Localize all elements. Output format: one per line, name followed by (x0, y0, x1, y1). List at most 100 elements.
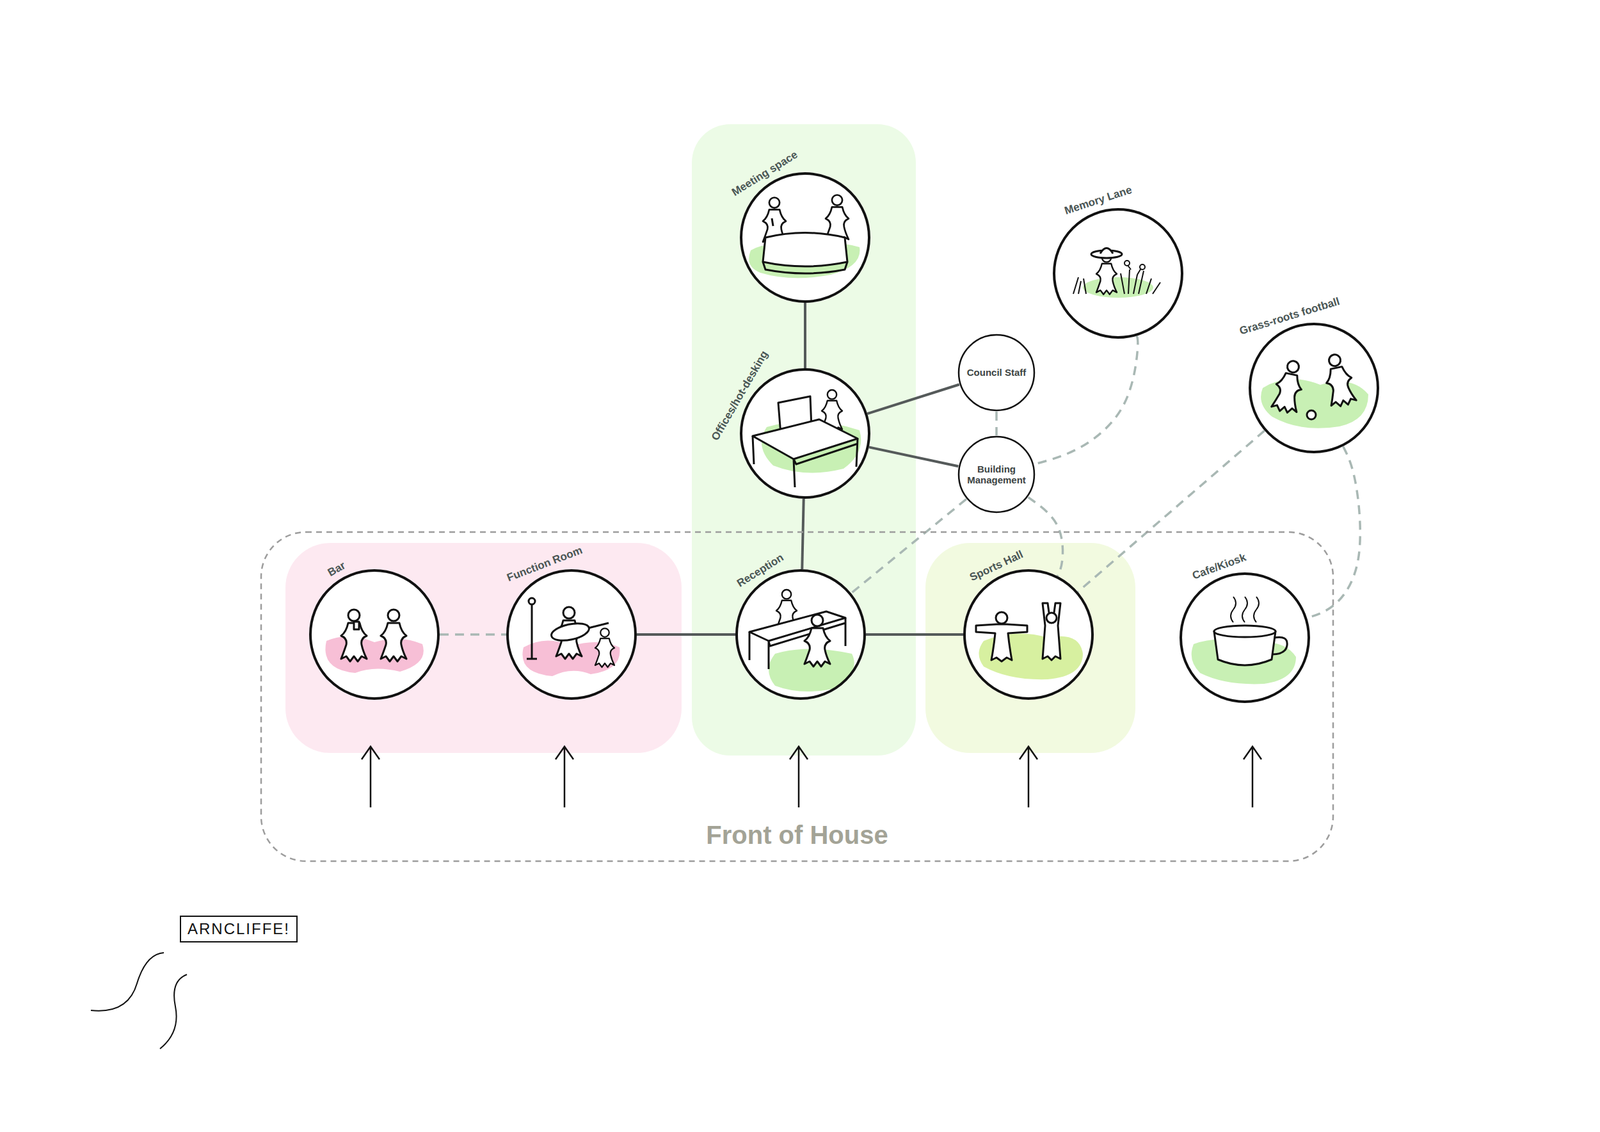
space-circle: Offices/hot-desking (739, 368, 871, 499)
office-icon (752, 435, 858, 488)
circle-ground (309, 568, 440, 700)
meeting-icon (771, 218, 774, 226)
function-icon (549, 620, 591, 644)
role-label: Council Staff (963, 366, 1030, 378)
dashed-link (1034, 336, 1138, 464)
space-circle: Bar (309, 568, 440, 700)
memory-icon (1139, 264, 1145, 270)
solid-link (803, 302, 807, 368)
dashed-link (995, 411, 998, 436)
circle-ground (957, 435, 1036, 514)
circle-outline (958, 436, 1035, 512)
circle-outline (735, 568, 866, 700)
memory-icon (1073, 248, 1161, 299)
zone-bands (285, 124, 1136, 756)
reception-icon (749, 611, 846, 641)
memory-icon (1073, 264, 1161, 294)
dashed-link (851, 499, 967, 594)
bar-icon (325, 636, 424, 673)
circle-outline (310, 570, 439, 699)
space-heading: Grass-roots football (1237, 295, 1341, 338)
entry-arrow (1243, 746, 1262, 808)
space-heading: Offices/hot-desking (709, 348, 771, 443)
circle-outline (1249, 323, 1378, 452)
football-icon (1306, 410, 1316, 420)
region-outline (259, 530, 1335, 863)
space-circle: Sports Hall (963, 568, 1094, 700)
space-heading: Function Room (504, 543, 584, 584)
circle-outline (1052, 208, 1184, 339)
circle-outline (1248, 322, 1380, 454)
office-icon (752, 419, 858, 459)
circle-ground (735, 568, 866, 700)
reception-icon (749, 589, 855, 692)
circle-outline (507, 570, 636, 699)
circle-ground (506, 568, 637, 700)
squiggle (90, 952, 164, 1011)
space-heading: Cafe/Kiosk (1190, 551, 1248, 582)
space-heading: Bar (325, 558, 348, 579)
circle-outline (506, 568, 637, 700)
space-circle: Memory Lane (1052, 208, 1184, 339)
reception-icon (749, 617, 846, 669)
function-icon (528, 597, 536, 605)
cafe-icon (1214, 625, 1276, 637)
circle-outline (958, 334, 1035, 411)
sports-icon (1042, 602, 1061, 660)
entry-arrow (789, 746, 808, 808)
entry-arrow (555, 746, 574, 808)
circle-outline (1179, 572, 1311, 703)
circle-outline (739, 172, 871, 303)
social-band (285, 542, 682, 753)
space-circle: Grass-roots football (1248, 322, 1380, 454)
icons (325, 195, 1369, 692)
bar-icon (325, 609, 424, 673)
circle-outline (1180, 573, 1309, 702)
admin-band (691, 124, 916, 756)
memory-icon (1124, 260, 1130, 266)
bar-icon (341, 609, 367, 662)
cafe-icon (1230, 596, 1259, 623)
dashed-link (1028, 497, 1064, 576)
entry-arrow (361, 746, 380, 808)
squiggle (160, 974, 187, 1049)
memory-icon (1100, 248, 1113, 255)
function-icon (526, 603, 537, 659)
office-icon (752, 389, 861, 488)
project-tag: ARNCLIFFE! (179, 915, 298, 943)
circle-ground (957, 333, 1036, 412)
cafe-icon (1191, 596, 1296, 684)
circle-outline (736, 570, 865, 699)
circle-outline (309, 568, 440, 700)
function-icon (588, 622, 609, 628)
solid-link (867, 384, 960, 414)
solid-link (865, 632, 964, 636)
circle-outline (739, 368, 871, 499)
solid-link (801, 498, 804, 569)
sport-band (925, 542, 1136, 753)
circle-outline (741, 173, 870, 302)
function-icon (595, 627, 615, 667)
circle-ground (1052, 208, 1184, 339)
role-label: Building Management (963, 463, 1030, 486)
solid-link (636, 632, 736, 636)
football-icon (1260, 352, 1369, 429)
circle-outline (1054, 209, 1183, 338)
front-of-house-region: BarFunction RoomReceptionSports HallCafe… (259, 530, 1335, 863)
meeting-icon (762, 261, 848, 274)
cafe-icon (1271, 636, 1288, 655)
circle-ground (1179, 572, 1311, 703)
circle-grounds (309, 172, 1380, 703)
tag-text: ARNCLIFFE! (187, 919, 290, 938)
entry-arrows (361, 746, 1262, 808)
reception-icon (804, 614, 831, 667)
football-icon (1271, 358, 1307, 415)
circle-outline (963, 568, 1094, 700)
function-icon (522, 597, 620, 676)
sports-icon (976, 602, 1083, 680)
space-circle: Meeting space (739, 172, 871, 303)
role-circle: Council Staff (957, 333, 1036, 412)
